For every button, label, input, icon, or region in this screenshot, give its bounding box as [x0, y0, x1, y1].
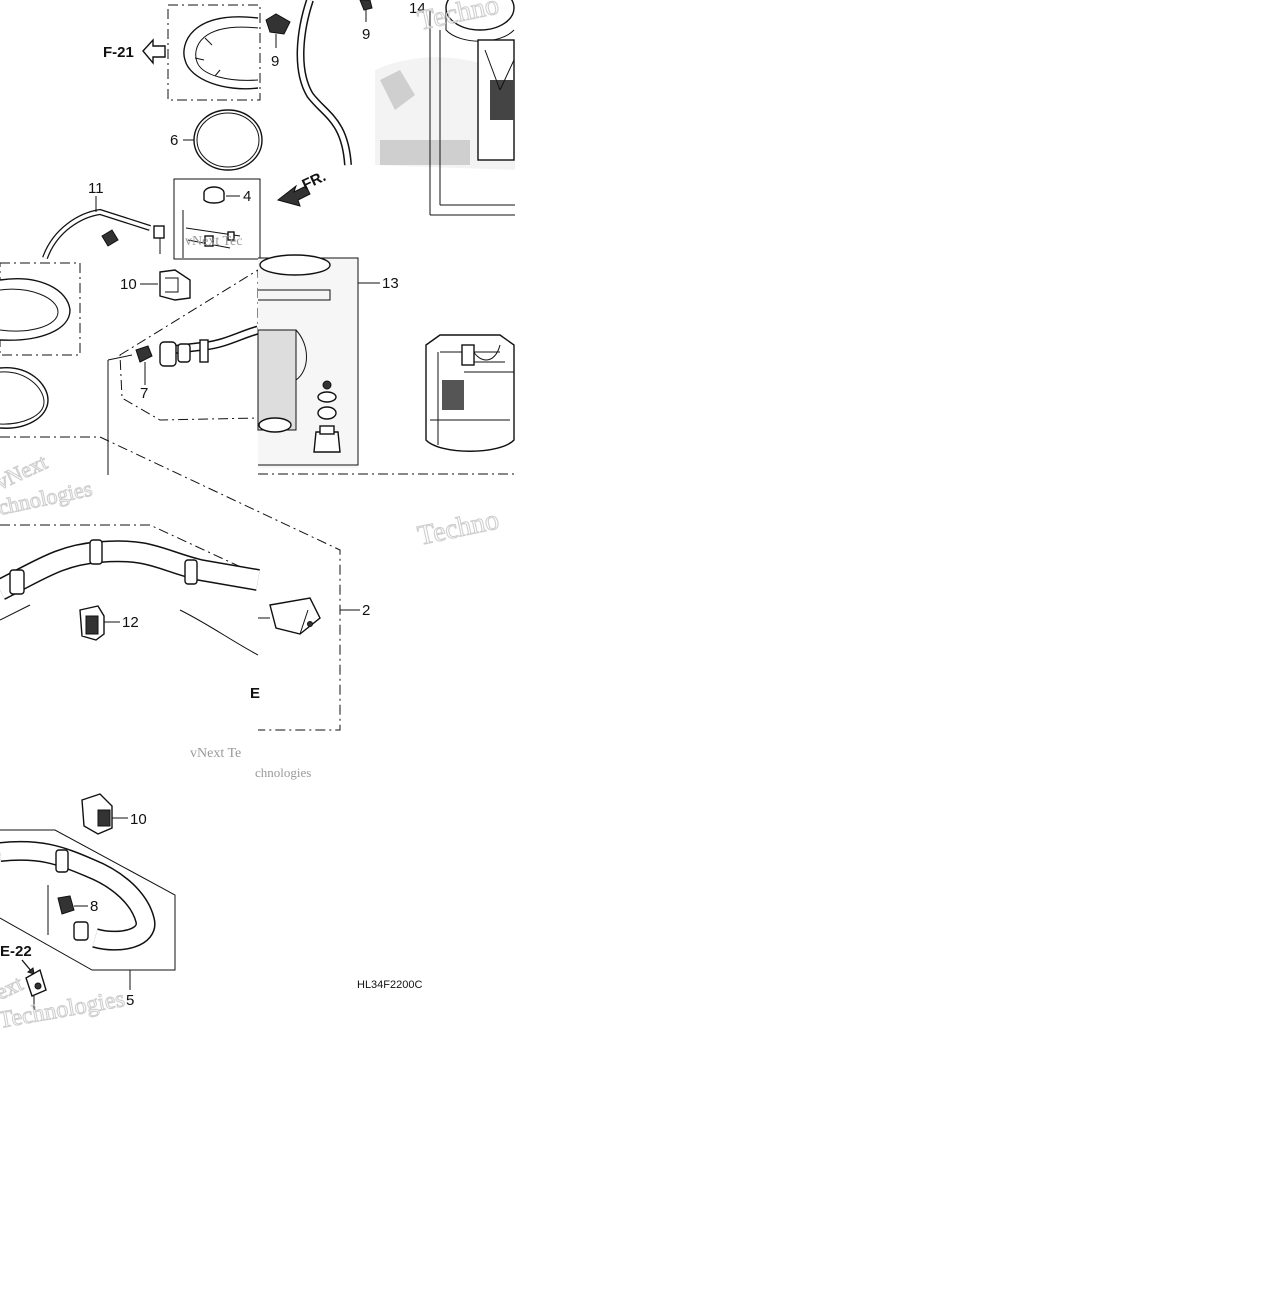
clamp-10-upper: 10: [120, 269, 191, 301]
callout-10-upper: 10: [120, 276, 137, 293]
watermark-5: chnologies: [255, 765, 311, 780]
watermark-9: ext: [0, 971, 26, 1005]
callout-12: 12: [122, 614, 139, 631]
clip-8: 8: [47, 885, 98, 935]
callout-9-right: 9: [362, 26, 370, 43]
reference-f21-label: F-21: [103, 44, 134, 61]
reference-f21: F-21: [103, 38, 166, 65]
callout-5: 5: [126, 992, 134, 1009]
cap-4: 4: [173, 178, 261, 260]
pump-reservoir: [425, 334, 515, 452]
front-label: FR.: [300, 168, 329, 194]
front-direction: FR.: [276, 168, 329, 207]
watermark-3: Techno: [415, 504, 502, 551]
clamp-10-lower: 10: [81, 793, 147, 835]
arrow-down-icon: [26, 967, 35, 975]
watermark-4: vNext Te: [190, 746, 241, 761]
callout-13: 13: [382, 275, 399, 292]
callout-11: 11: [88, 180, 104, 197]
fuel-feed-hose: [296, 0, 352, 166]
watermark-2: vNext Tec: [185, 234, 242, 249]
clip-9-right: 9: [359, 0, 373, 43]
reference-e22: E-22: [0, 943, 47, 1010]
fuel-pump-module-14: 14: [375, 0, 515, 216]
hose-assembly-5: 5: [0, 829, 176, 1009]
clip-icon: [101, 229, 119, 247]
callout-4: 4: [243, 188, 251, 205]
callout-8: 8: [90, 898, 98, 915]
watermark-1: Techno: [415, 0, 502, 37]
drawing-code: HL34F2200C: [357, 979, 422, 991]
o-ring-6: 6: [170, 109, 263, 171]
lock-ring-view-2: [0, 262, 81, 429]
clip-12: 12: [79, 605, 139, 641]
callout-2: 2: [362, 602, 370, 619]
reference-e22-label: E-22: [0, 943, 32, 960]
callout-7: 7: [140, 385, 148, 402]
callout-9-left: 9: [271, 53, 279, 70]
clipped-reference: E: [250, 685, 260, 702]
lock-ring-group: [167, 4, 261, 101]
hose-assembly-2: 2 E: [0, 436, 370, 731]
callout-6: 6: [170, 132, 178, 149]
arrow-front-icon: [276, 184, 311, 207]
arrow-left-icon: [142, 38, 166, 65]
clip-9-left: 9: [265, 13, 291, 70]
hose-11: 11: [42, 180, 241, 260]
callout-10-lower: 10: [130, 811, 147, 828]
callout-14: 14: [409, 0, 426, 17]
quick-connector-7: 7: [107, 269, 260, 475]
fuel-pump-13: 13: [257, 254, 399, 468]
